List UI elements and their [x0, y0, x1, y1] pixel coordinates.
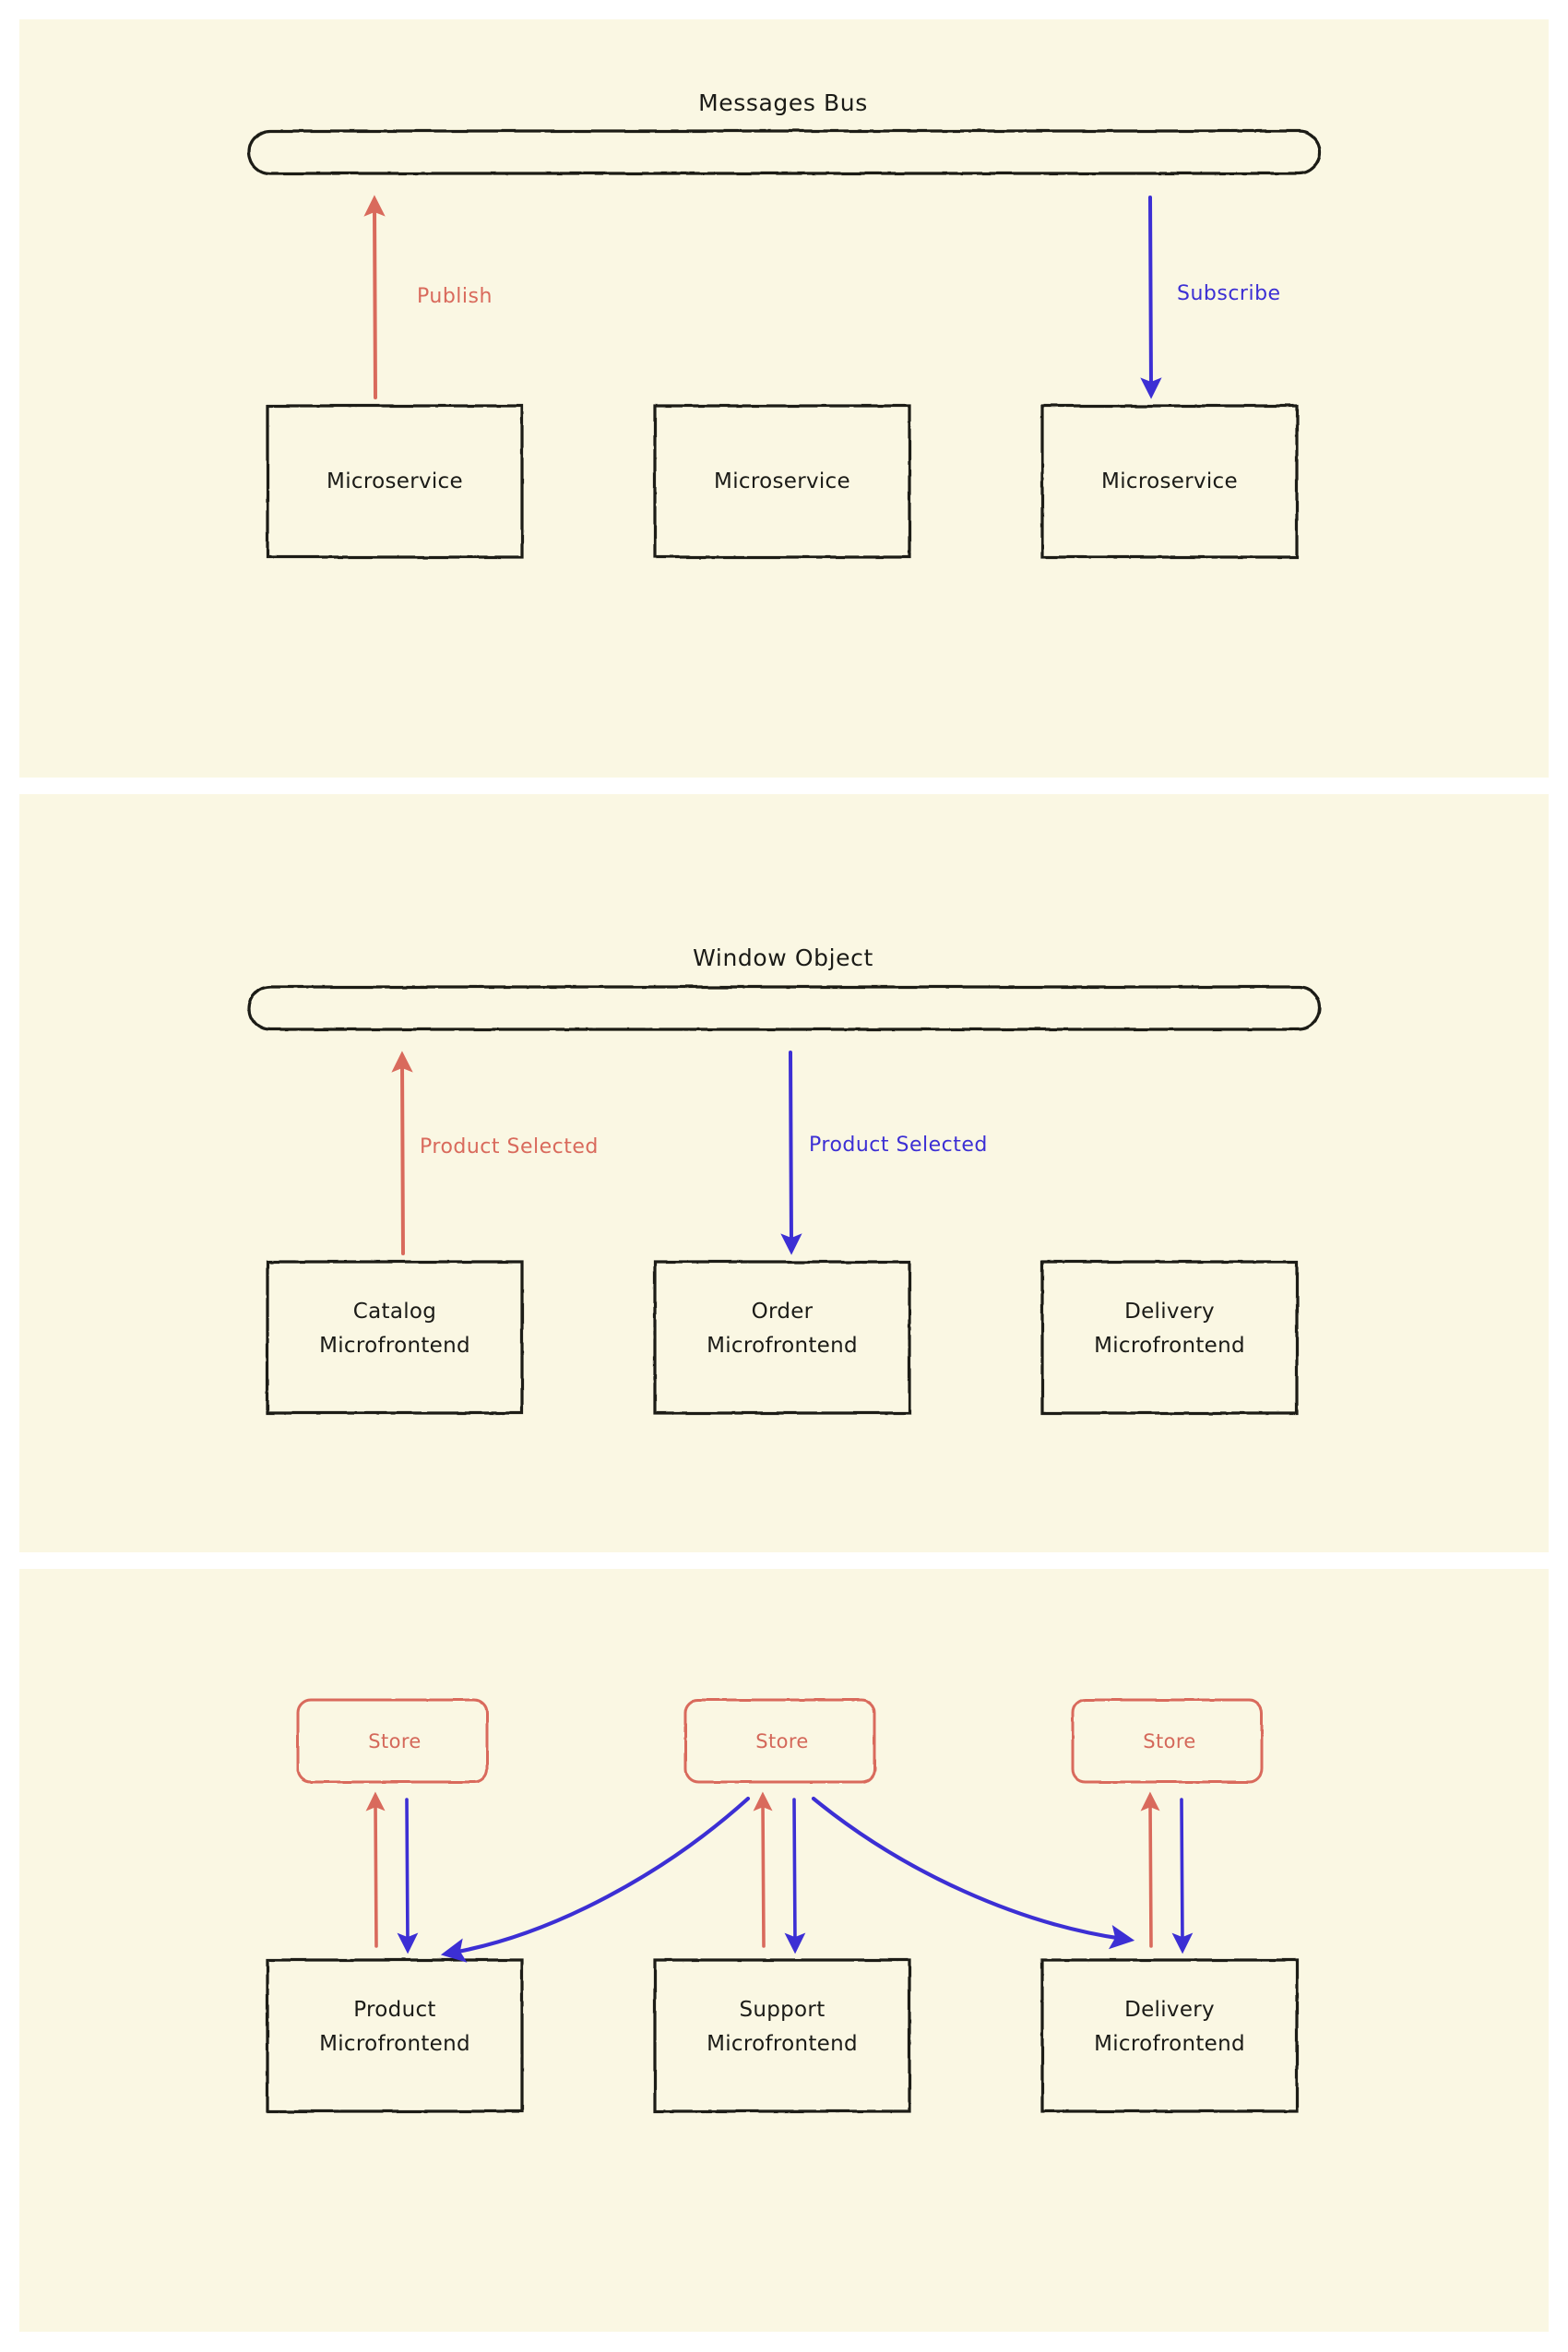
subscribe-arrow	[1140, 196, 1162, 399]
panel-1-graphics	[247, 129, 1322, 559]
product-selected-up-arrow	[391, 1051, 413, 1255]
support-store-up-arrow	[753, 1791, 773, 1948]
product-selected-red-label: Product Selected	[420, 1135, 599, 1158]
product-mfe-label-line2: Microfrontend	[319, 2032, 470, 2056]
delivery-mfe-label-line2: Microfrontend	[1094, 1334, 1245, 1358]
delivery-store-up-arrow	[1140, 1791, 1160, 1948]
product-selected-down-arrow	[780, 1051, 802, 1255]
window-object-title: Window Object	[693, 944, 873, 971]
delivery-mfe-box-shape	[1040, 1260, 1299, 1415]
panel-window-object: Window Object Catalog Microfrontend Orde…	[19, 794, 1549, 1552]
catalog-mfe-label-line2: Microfrontend	[319, 1334, 470, 1358]
panel-2-graphics	[247, 985, 1322, 1415]
catalog-mfe-box-shape	[266, 1260, 524, 1415]
product-store-down-arrow	[397, 1798, 419, 1954]
store-label-2: Store	[755, 1730, 809, 1752]
message-bus-shape	[247, 129, 1322, 175]
microservice-box-1-shape	[266, 404, 524, 559]
delivery-mfe-label-line2: Microfrontend	[1094, 2032, 1245, 2056]
microservice-label-2: Microservice	[714, 469, 850, 493]
product-selected-blue-label: Product Selected	[809, 1134, 988, 1157]
store2-to-delivery-curve-arrow	[811, 1796, 1135, 1950]
store-label-3: Store	[1143, 1730, 1196, 1752]
order-mfe-box-shape	[653, 1260, 911, 1415]
support-mfe-box-shape	[653, 1958, 911, 2113]
support-store-down-arrow	[784, 1798, 806, 1954]
support-mfe-label-line2: Microfrontend	[707, 2032, 858, 2056]
delivery-mfe-box-shape	[1040, 1958, 1299, 2113]
support-mfe-label-line1: Support	[739, 1998, 826, 2022]
store-box-1-shape	[296, 1698, 489, 1784]
window-object-shape	[247, 985, 1322, 1031]
product-store-up-arrow	[365, 1791, 386, 1948]
store-box-2-shape	[683, 1698, 876, 1784]
messages-bus-title: Messages Bus	[698, 89, 868, 116]
store-box-3-shape	[1071, 1698, 1264, 1784]
delivery-mfe-label-line1: Delivery	[1124, 1300, 1215, 1324]
microservice-label-1: Microservice	[327, 469, 463, 493]
publish-arrow	[363, 195, 386, 399]
panel-3-graphics	[266, 1698, 1299, 2113]
order-mfe-label-line1: Order	[751, 1300, 814, 1324]
subscribe-edge-label: Subscribe	[1177, 282, 1281, 305]
order-mfe-label-line2: Microfrontend	[707, 1334, 858, 1358]
catalog-mfe-label-line1: Catalog	[352, 1300, 437, 1324]
product-mfe-box-shape	[266, 1958, 524, 2113]
microservice-box-3-shape	[1040, 404, 1299, 559]
product-mfe-label-line1: Product	[353, 1998, 436, 2022]
publish-edge-label: Publish	[417, 285, 493, 308]
store2-to-product-curve-arrow	[440, 1796, 751, 1963]
microservice-box-2-shape	[653, 404, 911, 559]
delivery-mfe-label-line1: Delivery	[1124, 1998, 1215, 2022]
panel-messages-bus: Messages Bus Microservice Microservice M…	[19, 19, 1549, 778]
panel-store-microfrontends: Store Store Store Product Microfrontend …	[19, 1569, 1549, 2332]
microservice-label-3: Microservice	[1101, 469, 1238, 493]
store-label-1: Store	[368, 1730, 422, 1752]
